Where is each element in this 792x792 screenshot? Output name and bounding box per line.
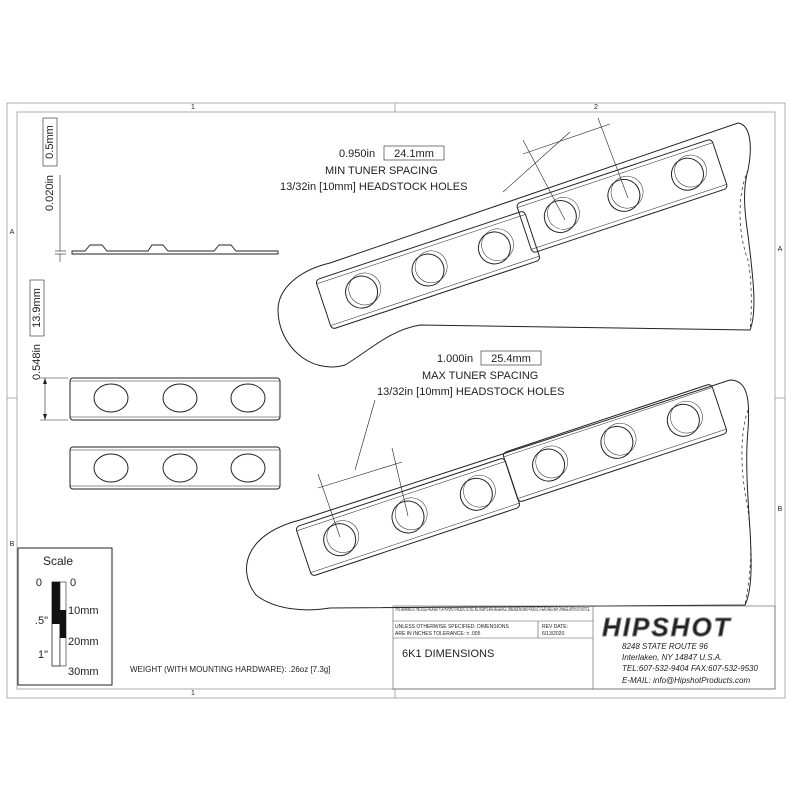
scale-title: Scale (43, 554, 73, 568)
tuner-hole (230, 383, 266, 413)
phone-fax: TEL:607-532-9404 FAX:607-532-9530 (622, 664, 758, 673)
top-view-bar-2 (69, 446, 281, 490)
max-tuner-strip-upper (502, 384, 728, 502)
zone-row-a-left: A (10, 229, 15, 236)
max-dimension-label: 1.000in (437, 353, 473, 365)
logo-text: HIPSHOT (602, 612, 732, 642)
headstock-min (277, 122, 755, 368)
tuner-hole (543, 200, 577, 234)
tuner-hole (162, 383, 198, 413)
min-spacing-title: MIN TUNER SPACING (325, 165, 438, 177)
email-address: E-MAIL: info@HipshotProducts.com (622, 676, 751, 685)
side-profile-view (55, 175, 279, 262)
thickness-mm-box (42, 117, 58, 167)
scale-box: Scale 0 .5" 1" 0 10mm 20mm 30mm (17, 547, 113, 686)
address-line-2: Interlaken, NY 14847 U.S.A. (622, 653, 722, 662)
min-tuner-strip-upper (516, 139, 728, 253)
tuner-hole (411, 253, 445, 287)
hipshot-logo: HIPSHOT (602, 612, 732, 643)
top-view-bar-1 (69, 377, 281, 421)
tuner-hole (666, 403, 700, 437)
zone-row-b-left: B (10, 541, 15, 548)
min-tuner-strip-lower (315, 211, 541, 329)
headstock-max (246, 379, 752, 611)
address-line-1: 8248 STATE ROUTE 96 (622, 642, 709, 651)
min-spacing-callout: 0.950in 24.1mm MIN TUNER SPACING 13/32in… (280, 145, 467, 193)
max-dimension-mm-label: 25.4mm (491, 353, 531, 365)
max-spacing-callout: 1.000in 25.4mm MAX TUNER SPACING 13/32in… (377, 350, 564, 398)
tuner-hole (323, 523, 357, 557)
height-mm-box (29, 279, 45, 337)
unless-specified-2: ARE IN INCHES TOLERANCE: ± .005 (395, 631, 481, 637)
tuner-hole (459, 477, 493, 511)
scale-inch-0: 0 (36, 577, 42, 589)
scale-mm-20: 20mm (68, 636, 99, 648)
drawing-title: 6K1 DIMENSIONS (402, 648, 494, 660)
max-spacing-title: MAX TUNER SPACING (422, 370, 538, 382)
scale-inch-half: .5" (35, 615, 48, 627)
weight-note: WEIGHT (WITH MOUNTING HARDWARE): .26oz [… (130, 665, 330, 674)
rev-date-value: 6/13/2020 (542, 631, 564, 637)
zone-col-1-bottom: 1 (191, 690, 195, 697)
zone-row-b-right: B (778, 506, 783, 513)
tuner-hole (600, 425, 634, 459)
scale-mm-30: 30mm (68, 666, 99, 678)
zone-row-a-right: A (778, 246, 783, 253)
scale-mm-10: 10mm (68, 605, 99, 617)
height-label: 0.548in (31, 344, 43, 380)
inch-bar-black-1 (52, 582, 60, 624)
tuner-hole (607, 178, 641, 212)
mm-bar-black (60, 610, 66, 638)
min-dimension-mm-box (383, 145, 445, 161)
max-tuner-strip-lower (295, 458, 521, 576)
tuner-hole (230, 453, 266, 483)
zone-markers: 1 2 1 A A B B (10, 104, 783, 697)
min-dimension-label: 0.950in (339, 148, 375, 160)
tuner-hole (93, 453, 129, 483)
min-dimension-mm-label: 24.1mm (394, 148, 434, 160)
max-dimension-lines (317, 399, 409, 538)
tuner-hole (477, 231, 511, 265)
unless-specified-1: UNLESS OTHERWISE SPECIFIED: DIMENSIONS (395, 624, 509, 630)
scale-mm-0: 0 (70, 577, 76, 589)
thickness-dimension: 0.020in 0.5mm (42, 117, 58, 211)
tuner-hole (345, 275, 379, 309)
zone-col-2-top: 2 (594, 104, 598, 111)
thickness-mm-label: 0.5mm (44, 125, 56, 159)
min-spacing-holes: 13/32in [10mm] HEADSTOCK HOLES (280, 181, 467, 193)
zone-col-1-top: 1 (191, 104, 195, 111)
tuner-hole (670, 157, 704, 191)
height-dimension: 0.548in 13.9mm (29, 279, 68, 421)
scale-inch-1: 1" (38, 649, 48, 661)
height-mm-label: 13.9mm (31, 288, 43, 328)
tuner-hole (93, 383, 129, 413)
notice-text: THIS DRAWING IS THE SOLE PROPERTY OF HIP… (395, 607, 590, 613)
title-block (392, 605, 776, 690)
tuner-hole (162, 453, 198, 483)
title-block-notice: THIS DRAWING IS THE SOLE PROPERTY OF HIP… (395, 607, 590, 613)
min-dimension-lines (502, 117, 629, 221)
tuner-hole (391, 500, 425, 534)
max-dimension-mm-box (480, 350, 542, 366)
tuner-hole (532, 448, 566, 482)
max-spacing-holes: 13/32in [10mm] HEADSTOCK HOLES (377, 386, 564, 398)
thickness-label: 0.020in (44, 175, 56, 211)
rev-date-label: REV DATE: (542, 624, 568, 630)
